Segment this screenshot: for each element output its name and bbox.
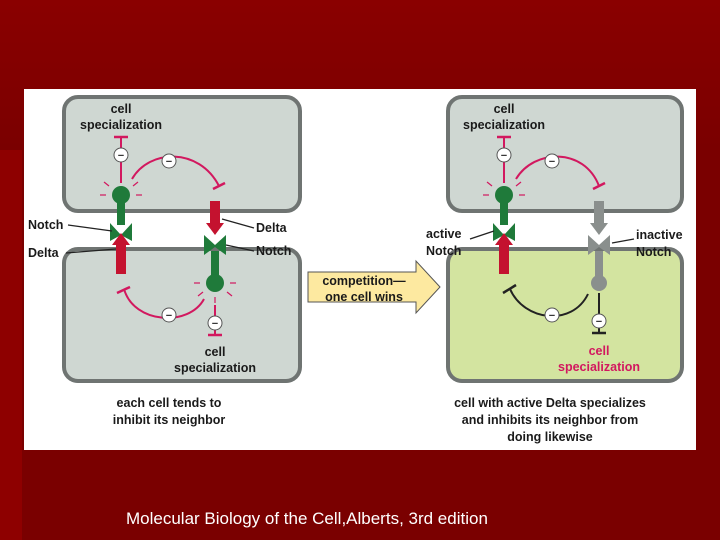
svg-text:−: −: [118, 150, 124, 162]
right-bottom-cell-label-1: cell: [589, 344, 610, 358]
svg-text:−: −: [212, 318, 218, 330]
delta-ligand-active: [495, 233, 513, 274]
notch-label-right: Notch: [256, 244, 291, 258]
svg-text:−: −: [501, 150, 507, 162]
notch-receptor-top-left: [110, 186, 132, 241]
inactive-notch-receptor: [588, 235, 610, 291]
svg-text:−: −: [549, 156, 555, 168]
arrow-text-line-2: one cell wins: [325, 290, 403, 304]
left-panel: cell specialization − −: [28, 95, 302, 427]
right-top-cell-label-1: cell: [494, 102, 515, 116]
minus-icon: [591, 313, 607, 329]
minus-icon: [544, 153, 560, 169]
delta-ligand-left: [112, 233, 130, 274]
minus-icon: [544, 307, 560, 323]
right-bottom-cell-label-2: specialization: [558, 360, 640, 374]
minus-icon: [161, 153, 177, 169]
minus-icon: [207, 315, 223, 331]
active-notch-label-2: Notch: [426, 244, 461, 258]
svg-text:−: −: [549, 310, 555, 322]
notch-delta-figure: cell specialization − −: [24, 89, 696, 450]
svg-text:−: −: [596, 316, 602, 328]
left-bottom-cell-label-2: specialization: [174, 361, 256, 375]
right-caption-line-1: cell with active Delta specializes: [454, 396, 646, 410]
left-top-cell: [62, 95, 302, 213]
right-top-cell-label-2: specialization: [463, 118, 545, 132]
minus-icon: [496, 147, 512, 163]
inactive-delta: [590, 201, 608, 235]
right-top-cell: [446, 95, 684, 213]
notch-receptor-bottom-right: [204, 235, 226, 292]
svg-text:−: −: [166, 310, 172, 322]
left-caption-line-2: inhibit its neighbor: [113, 413, 226, 427]
delta-label-left: Delta: [28, 246, 60, 260]
left-caption-line-1: each cell tends to: [117, 396, 222, 410]
delta-ligand-right: [206, 201, 224, 235]
left-top-cell-label-2: specialization: [80, 118, 162, 132]
left-bottom-cell-label-1: cell: [205, 345, 226, 359]
right-caption-line-3: doing likewise: [507, 430, 592, 444]
minus-icon: [161, 307, 177, 323]
competition-arrow: competition— one cell wins: [307, 259, 441, 315]
right-caption-line-2: and inhibits its neighbor from: [462, 413, 638, 427]
inactive-notch-label-1: inactive: [636, 228, 683, 242]
inactive-notch-label-2: Notch: [636, 245, 671, 259]
arrow-text-line-1: competition—: [322, 274, 406, 288]
svg-text:−: −: [166, 156, 172, 168]
active-notch-label-1: active: [426, 227, 461, 241]
active-notch-receptor: [493, 186, 515, 241]
left-top-cell-label-1: cell: [111, 102, 132, 116]
minus-icon: [113, 147, 129, 163]
citation-text: Molecular Biology of the Cell,Alberts, 3…: [126, 509, 488, 528]
delta-label-right: Delta: [256, 221, 288, 235]
right-panel: cell specialization − −: [426, 95, 684, 444]
notch-label-left: Notch: [28, 218, 63, 232]
